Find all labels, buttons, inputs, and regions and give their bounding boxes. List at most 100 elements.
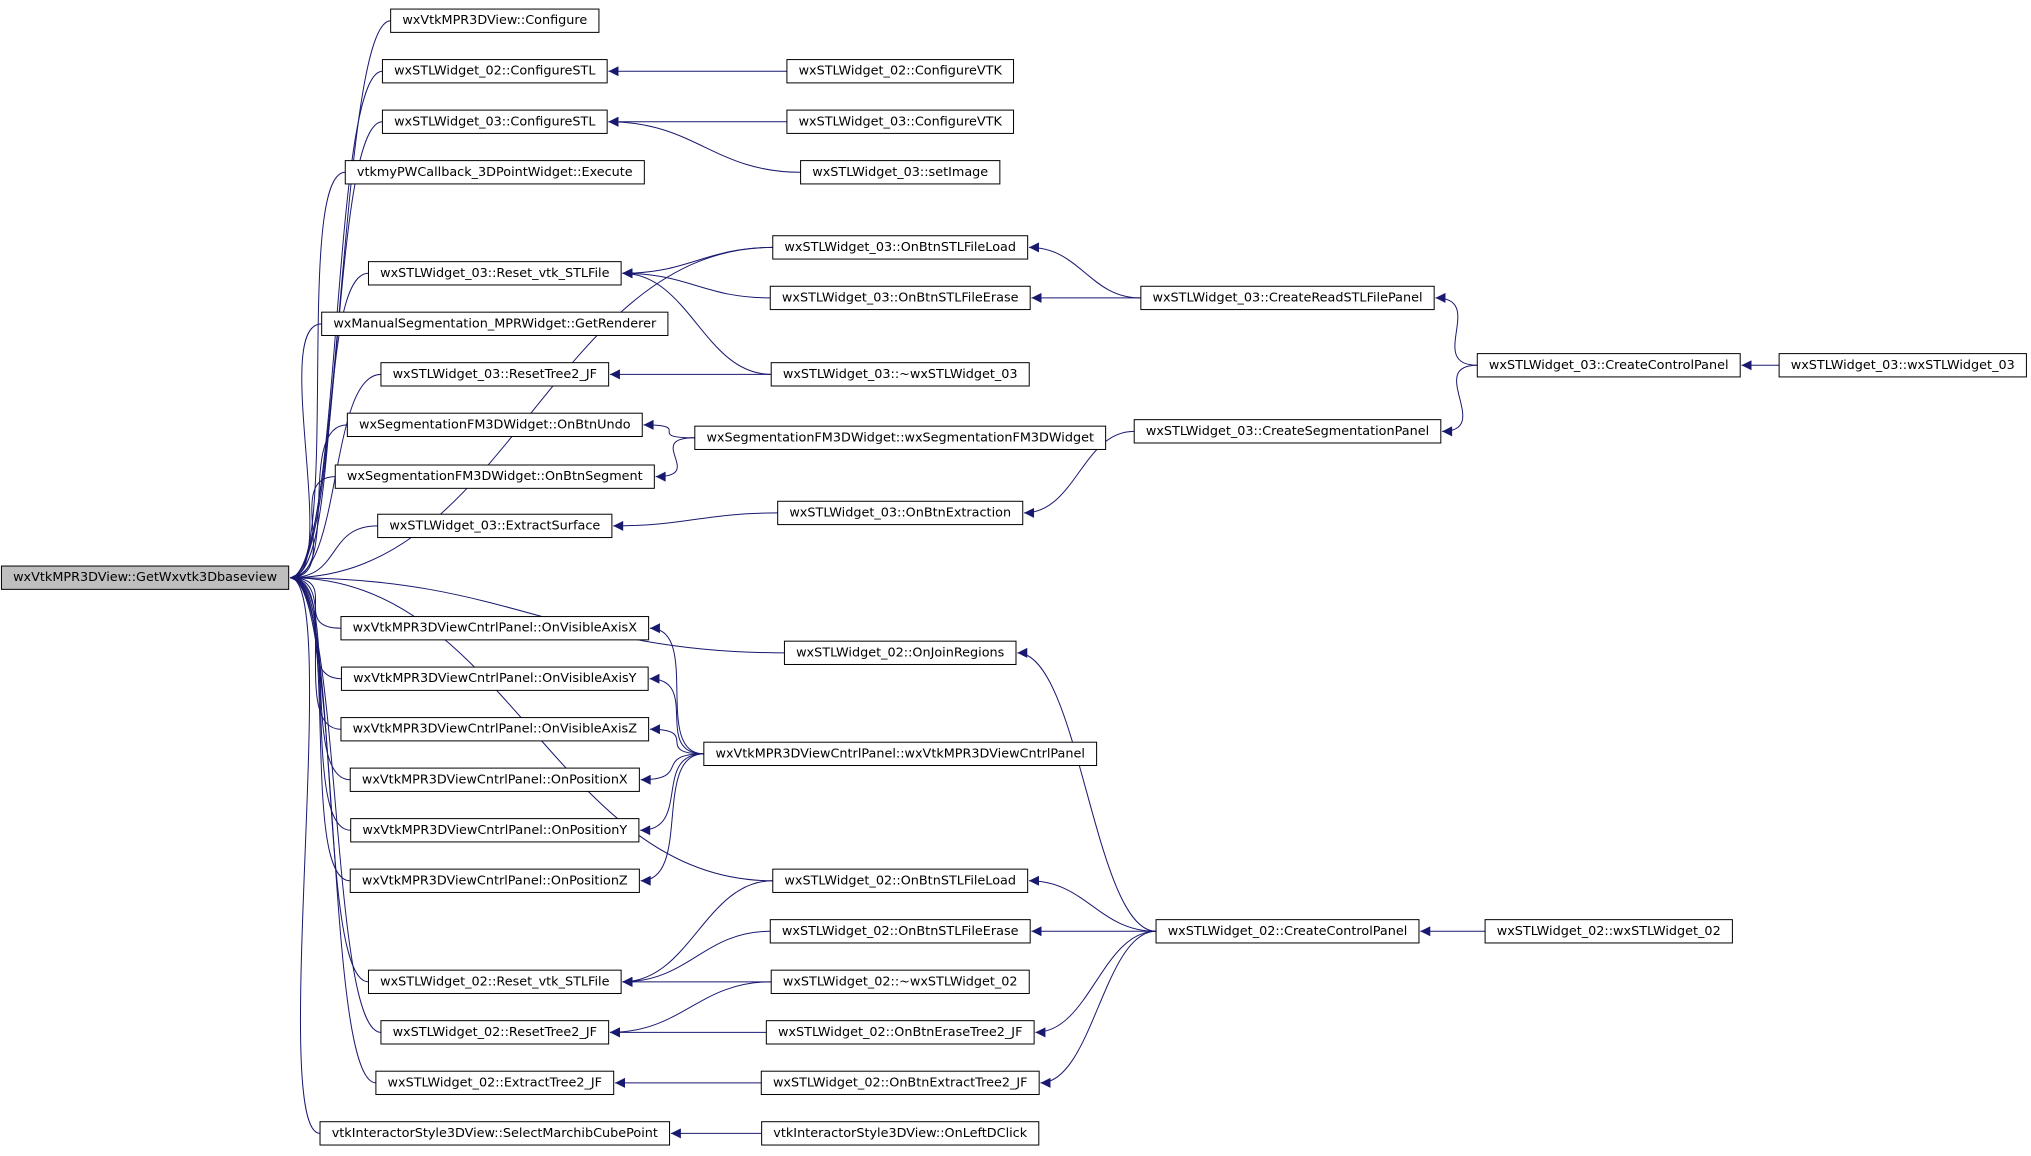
- node-label: wxVtkMPR3DViewCntrlPanel::OnPositionZ: [362, 873, 628, 888]
- node-box: [800, 160, 1001, 185]
- node-label: wxSTLWidget_03::CreateControlPanel: [1489, 358, 1729, 373]
- edge-n5-to-n0: [289, 272, 369, 583]
- graph-node-n5[interactable]: wxSTLWidget_03::Reset_vtk_STLFile: [367, 261, 622, 286]
- graph-node-n28[interactable]: wxSTLWidget_03::OnBtnExtraction: [777, 500, 1024, 526]
- node-box: [377, 513, 613, 539]
- graph-node-n15[interactable]: wxVtkMPR3DViewCntrlPanel::OnPositionY: [350, 818, 640, 843]
- graph-node-n39[interactable]: wxSTLWidget_02::CreateControlPanel: [1155, 919, 1420, 944]
- graph-node-n18[interactable]: wxSTLWidget_02::ResetTree2_JF: [380, 1020, 610, 1045]
- graph-node-n34[interactable]: wxSTLWidget_02::OnBtnEraseTree2_JF: [765, 1020, 1035, 1045]
- node-box: [381, 109, 608, 134]
- node-label: wxVtkMPR3DViewCntrlPanel::OnVisibleAxisX: [353, 621, 638, 636]
- graph-node-n24[interactable]: wxSTLWidget_03::OnBtnSTLFileLoad: [772, 235, 1029, 260]
- node-label: wxVtkMPR3DViewCntrlPanel::wxVtkMPR3DView…: [715, 746, 1084, 761]
- graph-node-n41[interactable]: wxSTLWidget_02::wxSTLWidget_02: [1484, 919, 1733, 944]
- graph-node-n42[interactable]: wxSTLWidget_03::wxSTLWidget_03: [1778, 353, 2027, 378]
- node-layer: wxVtkMPR3DView::GetWxvtk3DbaseviewwxVtkM…: [0, 8, 2027, 1146]
- node-label: wxSTLWidget_02::ConfigureSTL: [394, 64, 596, 79]
- graph-node-n6[interactable]: wxManualSegmentation_MPRWidget::GetRende…: [321, 311, 669, 336]
- node-label: wxManualSegmentation_MPRWidget::GetRende…: [333, 316, 657, 331]
- graph-node-n1[interactable]: wxVtkMPR3DView::Configure: [390, 8, 600, 33]
- node-label: wxSegmentationFM3DWidget::wxSegmentation…: [706, 430, 1094, 445]
- graph-node-n3[interactable]: wxSTLWidget_03::ConfigureSTL: [381, 109, 608, 134]
- graph-node-n19[interactable]: wxSTLWidget_02::ExtractTree2_JF: [375, 1070, 615, 1096]
- graph-node-n26[interactable]: wxSTLWidget_03::~wxSTLWidget_03: [770, 362, 1030, 387]
- graph-node-n16[interactable]: wxVtkMPR3DViewCntrlPanel::OnPositionZ: [349, 868, 640, 893]
- graph-node-n35[interactable]: wxSTLWidget_02::OnBtnExtractTree2_JF: [760, 1070, 1040, 1096]
- edge-n39-to-n31: [1028, 875, 1157, 932]
- graph-node-n11[interactable]: wxVtkMPR3DViewCntrlPanel::OnVisibleAxisX: [340, 616, 650, 641]
- node-box: [1140, 285, 1435, 311]
- edge-n31-to-n17: [622, 880, 773, 987]
- node-box: [340, 717, 650, 742]
- node-label: wxSTLWidget_03::ConfigureSTL: [394, 114, 596, 129]
- graph-node-n30[interactable]: wxVtkMPR3DViewCntrlPanel::wxVtkMPR3DView…: [703, 741, 1098, 767]
- node-label: wxSTLWidget_03::Reset_vtk_STLFile: [380, 266, 609, 281]
- graph-node-n22[interactable]: wxSTLWidget_03::ConfigureVTK: [786, 109, 1015, 134]
- node-box: [380, 362, 610, 387]
- edge-n25-to-n5: [622, 268, 771, 299]
- node-box: [350, 818, 640, 843]
- graph-node-n37[interactable]: wxSTLWidget_03::CreateReadSTLFilePanel: [1140, 285, 1435, 311]
- node-box: [380, 1020, 610, 1045]
- node-label: wxSTLWidget_02::CreateControlPanel: [1168, 924, 1408, 939]
- node-label: wxVtkMPR3DViewCntrlPanel::OnPositionY: [362, 823, 627, 838]
- node-label: wxSTLWidget_03::ConfigureVTK: [799, 114, 1003, 129]
- graph-node-n2[interactable]: wxSTLWidget_02::ConfigureSTL: [381, 59, 608, 84]
- graph-node-n8[interactable]: wxSegmentationFM3DWidget::OnBtnUndo: [346, 412, 643, 438]
- node-label: vtkInteractorStyle3DView::OnLeftDClick: [773, 1126, 1027, 1141]
- edge-layer: [289, 20, 1780, 1139]
- edge-n13-to-n0: [289, 572, 341, 730]
- node-box: [1155, 919, 1420, 944]
- graph-node-n25[interactable]: wxSTLWidget_03::OnBtnSTLFileErase: [769, 285, 1031, 311]
- graph-node-n9[interactable]: wxSegmentationFM3DWidget::OnBtnSegment: [334, 464, 655, 489]
- node-label: wxVtkMPR3DView::Configure: [402, 13, 587, 28]
- graph-node-n4[interactable]: vtkmyPWCallback_3DPointWidget::Execute: [344, 160, 645, 185]
- graph-node-n33[interactable]: wxSTLWidget_02::~wxSTLWidget_02: [770, 969, 1030, 994]
- node-box: [770, 969, 1030, 994]
- edge-n30-to-n15: [640, 753, 704, 836]
- node-box: [761, 1121, 1040, 1146]
- graph-node-n0[interactable]: wxVtkMPR3DView::GetWxvtk3Dbaseview: [0, 565, 290, 590]
- edge-n37-to-n24: [1028, 242, 1141, 299]
- edge-n30-to-n13: [649, 724, 704, 755]
- graph-node-n7[interactable]: wxSTLWidget_03::ResetTree2_JF: [380, 362, 610, 387]
- node-box: [319, 1121, 671, 1146]
- node-box: [344, 160, 645, 185]
- node-label: wxSTLWidget_03::wxSTLWidget_03: [1791, 358, 2015, 373]
- graph-node-n27[interactable]: wxSegmentationFM3DWidget::wxSegmentation…: [694, 425, 1107, 450]
- graph-node-n32[interactable]: wxSTLWidget_02::OnBtnSTLFileErase: [769, 919, 1031, 944]
- edge-n30-to-n12: [649, 673, 704, 755]
- graph-node-n17[interactable]: wxSTLWidget_02::Reset_vtk_STLFile: [367, 969, 622, 994]
- graph-node-n20[interactable]: vtkInteractorStyle3DView::SelectMarchibC…: [319, 1121, 671, 1146]
- graph-node-n21[interactable]: wxSTLWidget_02::ConfigureVTK: [786, 59, 1015, 84]
- edge-n10-to-n0: [289, 525, 378, 583]
- graph-node-n40[interactable]: wxSTLWidget_03::CreateControlPanel: [1476, 353, 1741, 378]
- graph-node-n38[interactable]: wxSTLWidget_03::CreateSegmentationPanel: [1133, 419, 1442, 444]
- node-box: [760, 1070, 1040, 1096]
- graph-node-n36[interactable]: vtkInteractorStyle3DView::OnLeftDClick: [761, 1121, 1040, 1146]
- graph-node-n31[interactable]: wxSTLWidget_02::OnBtnSTLFileLoad: [772, 868, 1029, 893]
- edge-n24-to-n5: [622, 246, 773, 279]
- graph-node-n23[interactable]: wxSTLWidget_03::setImage: [800, 160, 1001, 185]
- node-box: [1476, 353, 1741, 378]
- graph-node-n29[interactable]: wxSTLWidget_02::OnJoinRegions: [783, 640, 1017, 665]
- node-label: wxSegmentationFM3DWidget::OnBtnUndo: [359, 417, 631, 432]
- node-label: wxSTLWidget_03::ExtractSurface: [389, 518, 600, 533]
- graph-node-n14[interactable]: wxVtkMPR3DViewCntrlPanel::OnPositionX: [349, 767, 640, 792]
- node-label: wxSTLWidget_02::OnBtnSTLFileLoad: [784, 873, 1016, 888]
- graph-node-n10[interactable]: wxSTLWidget_03::ExtractSurface: [377, 513, 613, 539]
- node-label: wxSTLWidget_03::CreateReadSTLFilePanel: [1153, 290, 1423, 305]
- graph-node-n13[interactable]: wxVtkMPR3DViewCntrlPanel::OnVisibleAxisZ: [340, 717, 650, 742]
- node-box: [694, 425, 1107, 450]
- node-label: wxSTLWidget_02::Reset_vtk_STLFile: [380, 974, 609, 989]
- node-box: [390, 8, 600, 33]
- node-box: [1778, 353, 2027, 378]
- node-label: wxSTLWidget_03::OnBtnSTLFileErase: [782, 290, 1019, 305]
- node-box: [1484, 919, 1733, 944]
- node-box: [367, 261, 622, 286]
- node-box: [769, 285, 1031, 311]
- graph-node-n12[interactable]: wxVtkMPR3DViewCntrlPanel::OnVisibleAxisY: [340, 666, 649, 691]
- edge-n33-to-n18: [609, 981, 772, 1038]
- node-box: [772, 868, 1029, 893]
